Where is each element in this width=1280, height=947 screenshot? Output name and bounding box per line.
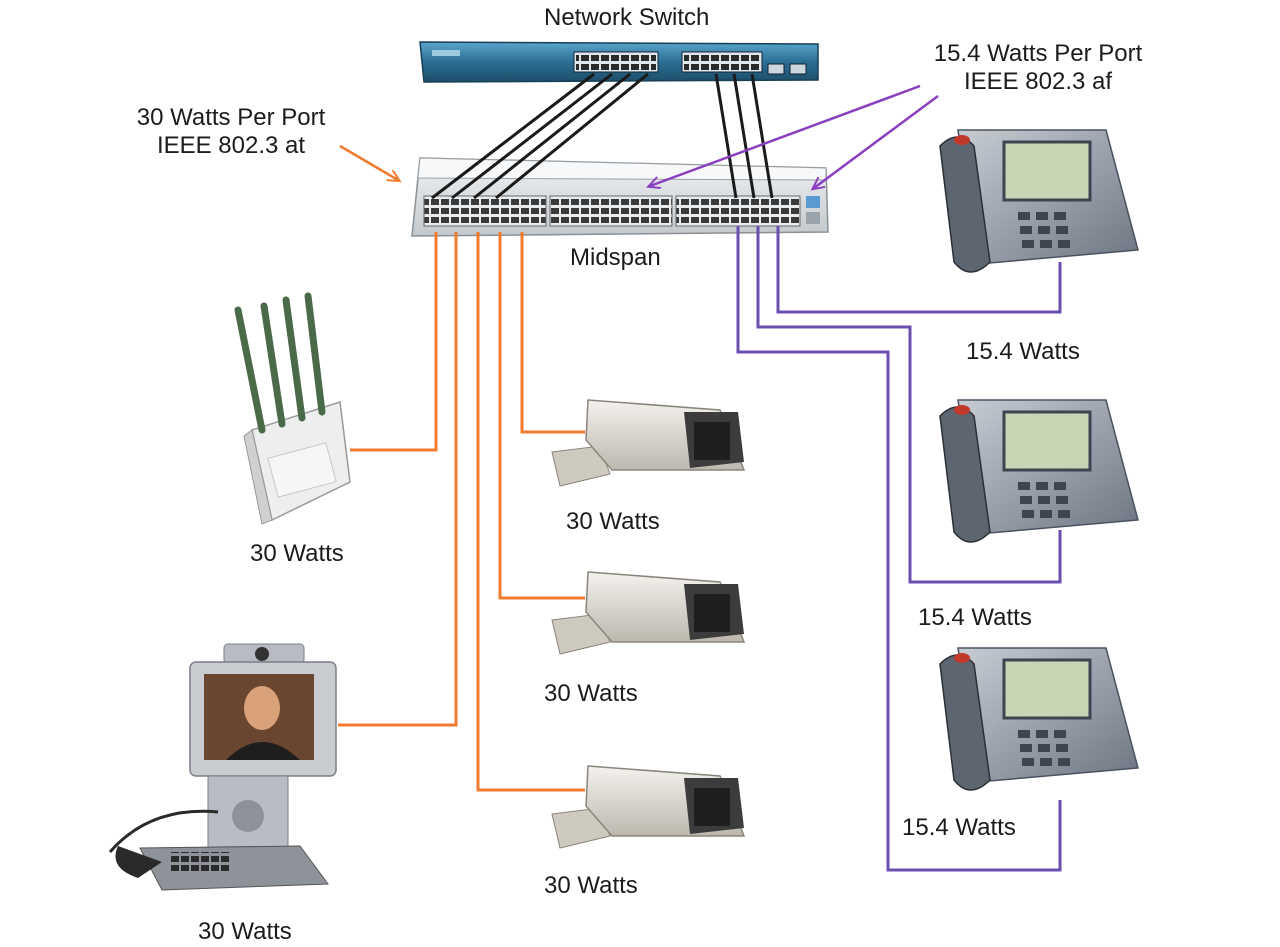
ip-phone-2	[939, 399, 1139, 543]
wireless-access-point-icon	[234, 292, 351, 525]
af-cables	[736, 226, 1062, 872]
af-annotation-line1: 15.4 Watts Per Port	[933, 40, 1143, 67]
ip-phone-3	[939, 647, 1139, 791]
ip-phone-1	[939, 129, 1139, 273]
security-camera-3	[551, 765, 746, 849]
network-switch-label: Network Switch	[544, 4, 710, 31]
camera-3-watts: 30 Watts	[544, 872, 638, 899]
ip-phone-3-watts: 15.4 Watts	[902, 814, 1016, 841]
access-point-watts: 30 Watts	[250, 540, 344, 567]
uplink-cables	[431, 72, 774, 200]
ip-phone-2-watts: 15.4 Watts	[918, 604, 1032, 631]
at-cables	[338, 232, 585, 792]
camera-2-watts: 30 Watts	[544, 680, 638, 707]
midspan	[411, 157, 829, 237]
security-camera-2	[551, 571, 746, 655]
arrow-af	[650, 84, 939, 188]
ip-phone-1-watts: 15.4 Watts	[966, 338, 1080, 365]
arrow-at	[339, 144, 398, 180]
at-annotation: 30 Watts Per Port IEEE 802.3 at	[106, 104, 356, 160]
at-annotation-line2: IEEE 802.3 at	[156, 132, 306, 159]
security-camera-1	[551, 399, 746, 487]
camera-1-watts: 30 Watts	[566, 508, 660, 535]
at-annotation-line1: 30 Watts Per Port	[136, 104, 326, 131]
midspan-label: Midspan	[570, 244, 661, 271]
video-phone-icon	[108, 643, 337, 891]
af-annotation: 15.4 Watts Per Port IEEE 802.3 af	[898, 40, 1178, 96]
af-annotation-line2: IEEE 802.3 af	[963, 68, 1113, 95]
video-phone-watts: 30 Watts	[198, 918, 292, 945]
network-switch	[419, 41, 819, 83]
